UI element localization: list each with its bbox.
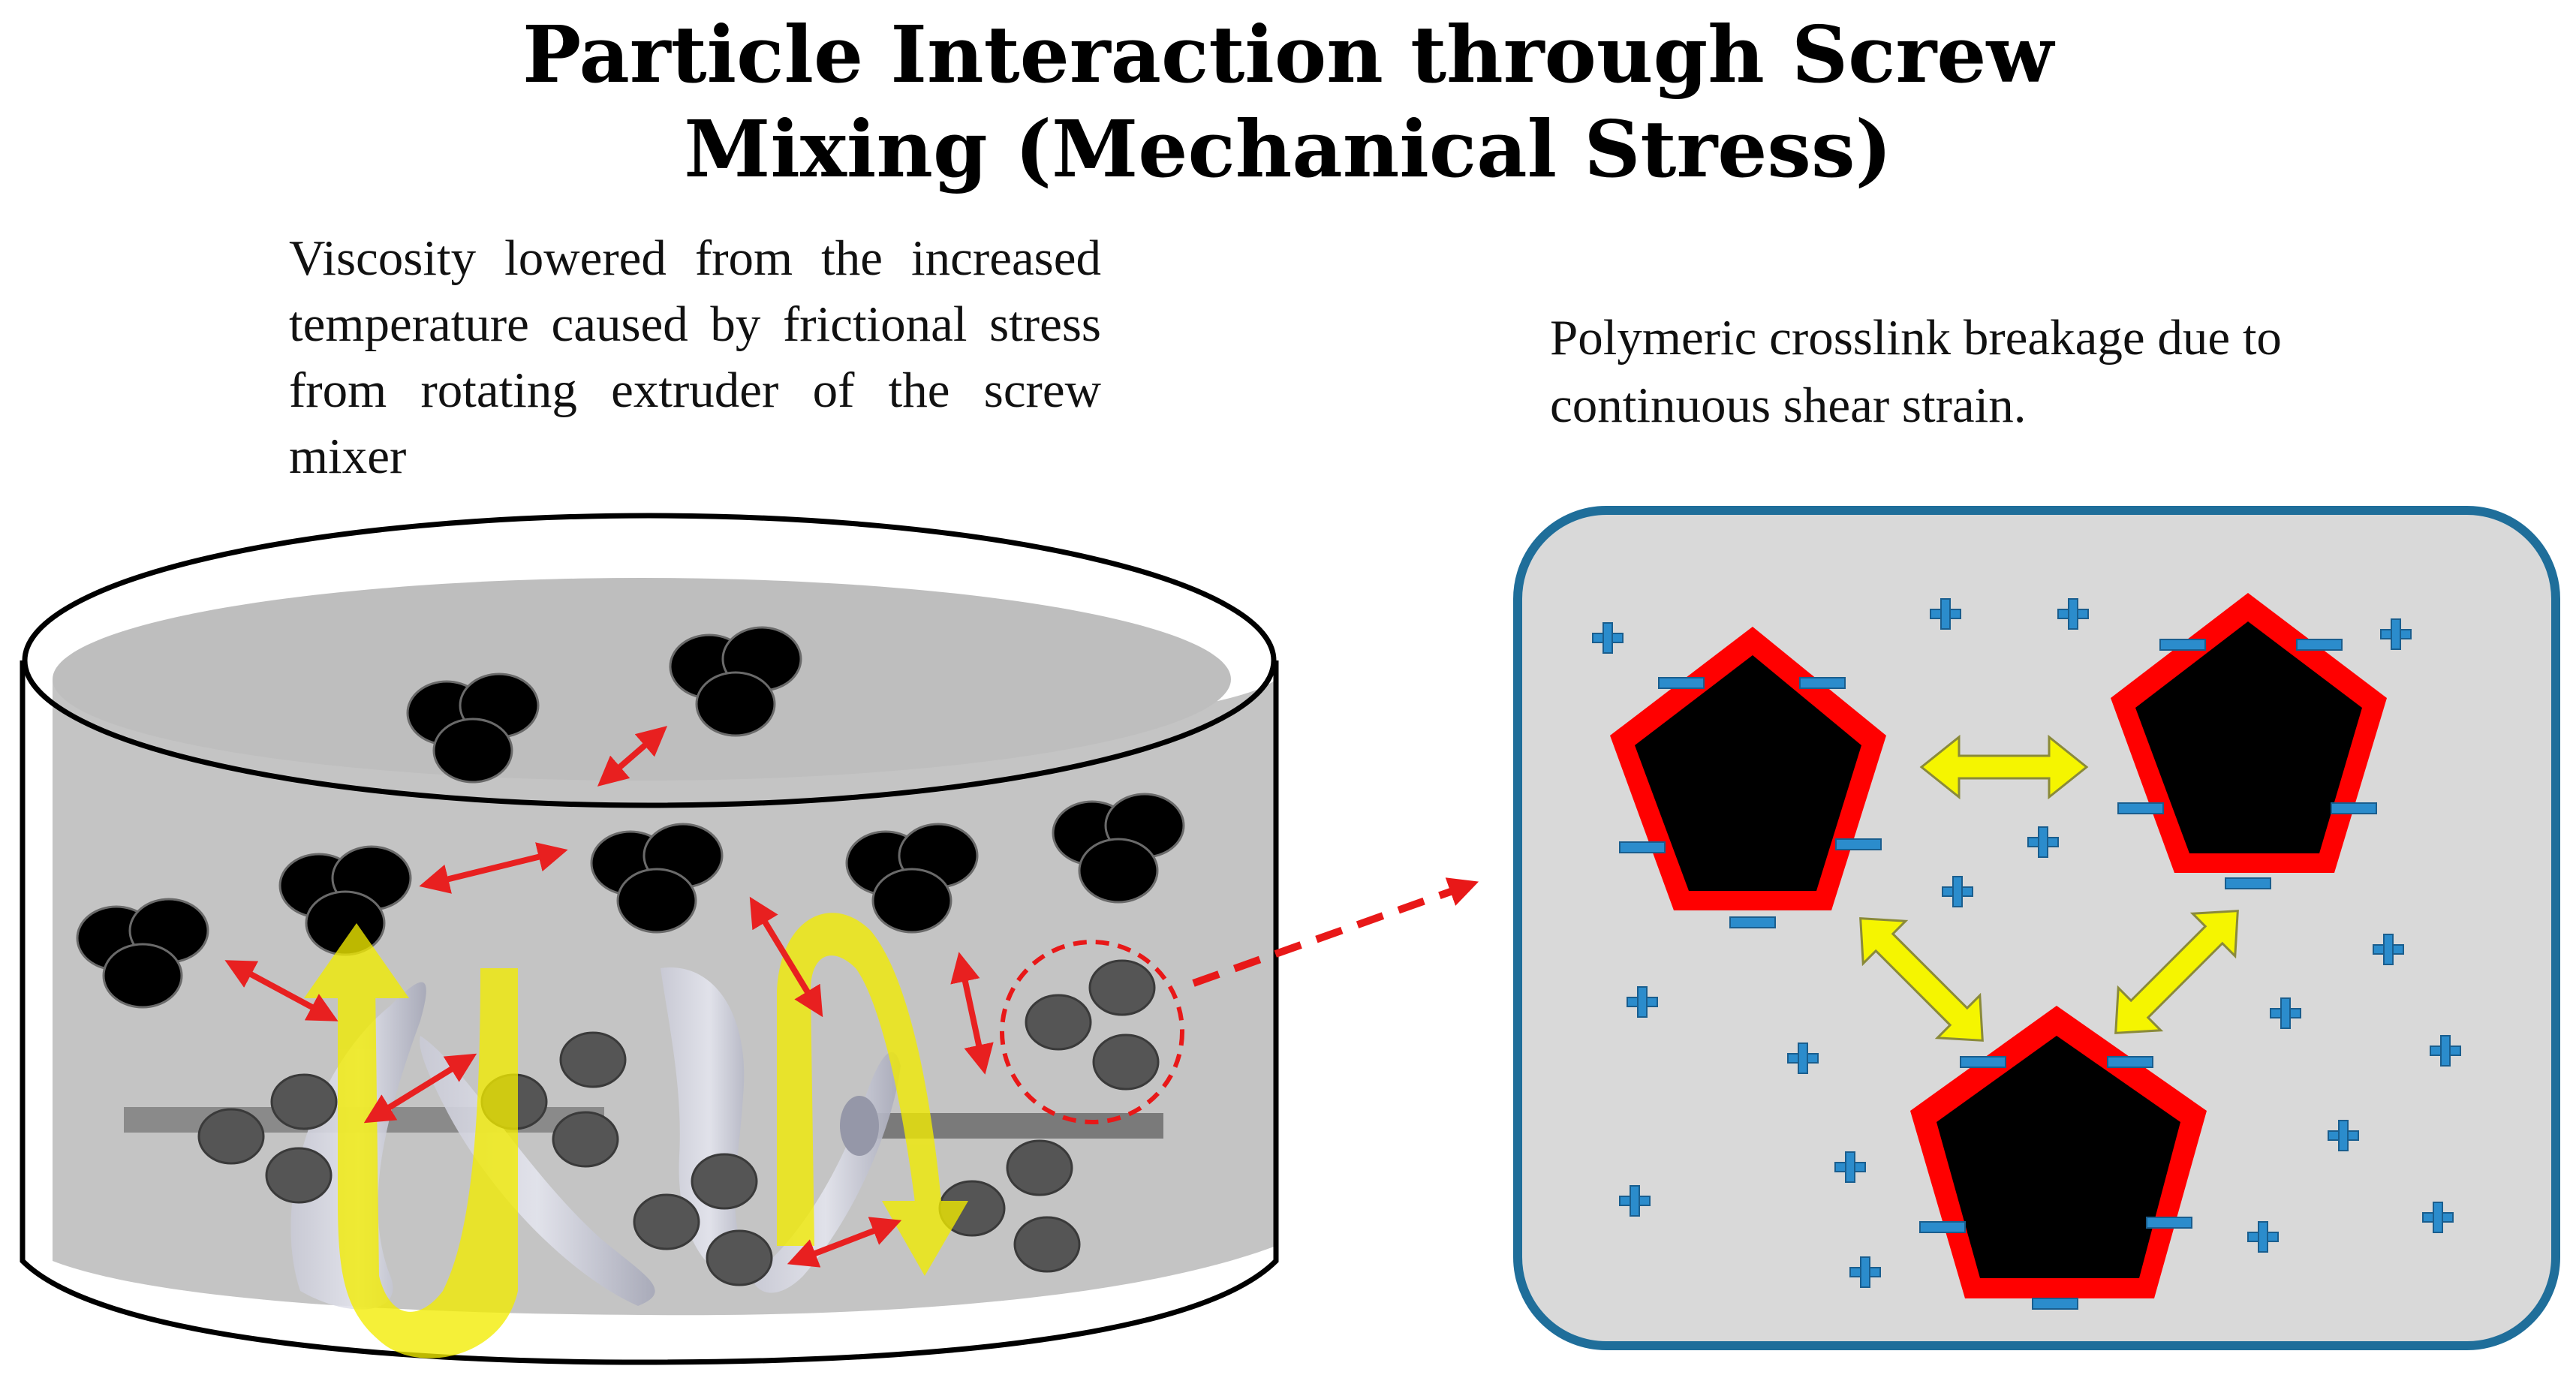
grey-particle xyxy=(197,1108,265,1165)
grey-particle xyxy=(706,1229,773,1286)
minus-icon xyxy=(2159,639,2206,651)
interaction-arrow xyxy=(597,726,668,787)
minus-icon xyxy=(1960,1056,2006,1068)
grey-particle xyxy=(1006,1139,1073,1196)
grey-particle xyxy=(552,1111,619,1168)
plus-icon xyxy=(1834,1151,1866,1183)
double-arrows xyxy=(1859,734,2239,1042)
black-particle-cluster xyxy=(845,823,979,934)
particle-core xyxy=(1937,1036,2180,1278)
minus-icon xyxy=(2117,802,2164,814)
grey-particle xyxy=(633,1193,700,1250)
right-caption: Polymeric crosslink breakage due to cont… xyxy=(1550,310,2282,433)
grey-particle xyxy=(691,1153,758,1210)
double-arrow-horizontal xyxy=(1919,734,2089,800)
interaction-arrow xyxy=(749,896,823,1018)
particle-core xyxy=(1635,655,1861,891)
title-line-1: Particle Interaction through Screw xyxy=(522,8,2054,101)
pentagon-particle-right xyxy=(2111,593,2387,873)
figure-title: Particle Interaction through Screw Mixin… xyxy=(0,8,2576,197)
plus-icon xyxy=(2057,598,2089,630)
liquid-surface xyxy=(53,578,1231,781)
minus-icon xyxy=(2146,1217,2192,1229)
left-caption: Viscosity lowered from the increased tem… xyxy=(289,230,1101,484)
minus-icon xyxy=(2225,877,2271,889)
plus-icon xyxy=(2247,1221,2279,1253)
interaction-arrow xyxy=(950,952,994,1075)
vessel-rim xyxy=(22,513,1277,808)
double-arrow-diagonal-right xyxy=(2114,910,2239,1034)
interaction-arrow xyxy=(363,1053,477,1124)
vessel-wall xyxy=(20,660,1279,1365)
minus-icon xyxy=(2032,1298,2078,1310)
black-particle-cluster xyxy=(669,626,802,737)
inset-panel xyxy=(1513,506,2560,1350)
grey-particle xyxy=(265,1147,333,1204)
grey-particle xyxy=(1025,994,1092,1051)
grey-particle xyxy=(1013,1216,1081,1273)
interaction-arrow xyxy=(419,842,568,894)
black-particle-cluster xyxy=(406,672,540,784)
plus-icon xyxy=(1849,1256,1881,1288)
plus-icon xyxy=(2430,1035,2461,1067)
black-particle-cluster xyxy=(1052,793,1185,904)
particle-core xyxy=(2135,621,2362,853)
minus-icon xyxy=(2296,639,2343,651)
grey-particle xyxy=(270,1073,338,1130)
minus-icon xyxy=(2331,802,2377,814)
minus-icon xyxy=(1658,677,1705,689)
pentagon-particle-bottom xyxy=(1910,1006,2207,1298)
double-arrow-diagonal-left xyxy=(1859,917,1984,1042)
minus-icon xyxy=(1729,916,1776,928)
plus-icon xyxy=(1627,986,1658,1018)
interaction-arrow xyxy=(787,1217,902,1268)
zoom-arrow xyxy=(1192,877,1479,987)
plus-icon xyxy=(2027,826,2059,858)
rotation-arrow-left xyxy=(338,968,518,1358)
plus-icon xyxy=(1787,1043,1819,1074)
zoom-marker xyxy=(1000,877,1479,1124)
minus-icon xyxy=(1919,1221,1966,1233)
particle-clusters xyxy=(76,626,1185,1009)
plus-icon xyxy=(2422,1202,2454,1233)
rotation-arrow-right-head xyxy=(882,1201,968,1276)
title-line-2: Mixing (Mechanical Stress) xyxy=(684,103,1892,195)
plus-icon xyxy=(1619,1185,1651,1217)
positive-ions xyxy=(1592,598,2461,1288)
pentagon-particle-left xyxy=(1610,627,1886,910)
interaction-arrow xyxy=(224,960,339,1021)
minus-icon xyxy=(1619,841,1666,853)
grey-particle xyxy=(559,1031,627,1088)
screw-shaft-right xyxy=(848,1113,1163,1139)
plus-icon xyxy=(2270,997,2301,1029)
plus-icon xyxy=(2373,934,2404,965)
zoom-circle xyxy=(1000,940,1184,1124)
minus-icon xyxy=(1799,677,1846,689)
negative-charges xyxy=(1619,639,2377,1310)
grey-particle xyxy=(1092,1033,1160,1091)
black-particle-cluster xyxy=(76,898,209,1009)
minus-icon xyxy=(1835,838,1882,850)
plus-icon xyxy=(1592,622,1624,654)
plus-icon xyxy=(2328,1120,2359,1151)
black-particle-cluster xyxy=(278,845,412,956)
screw-end-cap xyxy=(840,1096,879,1156)
grey-particle xyxy=(1088,959,1156,1016)
interaction-arrows xyxy=(224,726,994,1268)
plus-icon xyxy=(2380,618,2412,650)
black-particle-cluster xyxy=(590,823,724,934)
plus-icon xyxy=(1930,598,1961,630)
rotation-arrow-right xyxy=(777,913,942,1246)
minus-icon xyxy=(2107,1056,2153,1068)
plus-icon xyxy=(1942,876,1973,907)
